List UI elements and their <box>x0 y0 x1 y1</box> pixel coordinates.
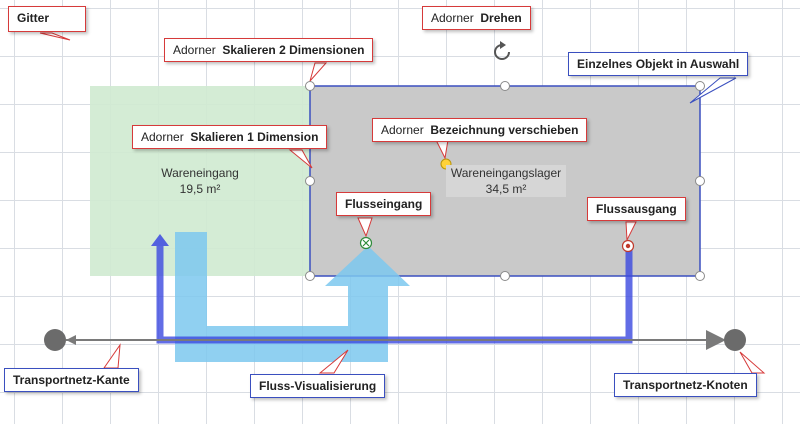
callout-title: Drehen <box>480 11 522 25</box>
scale-handle-middle-right[interactable] <box>695 176 705 186</box>
callout-drehen: Adorner Drehen <box>422 6 531 30</box>
callout-title: Flussausgang <box>596 202 677 216</box>
scale-handle-top-left[interactable] <box>305 81 315 91</box>
area-label-wareneingang: Wareneingang 19,5 m² <box>150 165 250 197</box>
scale-handle-middle-left[interactable] <box>305 176 315 186</box>
area-label-wareneingangslager: Wareneingangslager 34,5 m² <box>446 165 566 197</box>
callout-gitter: Gitter <box>8 6 86 32</box>
area-size: 19,5 m² <box>179 182 221 196</box>
flow-out-dot-icon <box>625 243 631 249</box>
flow-visualization-wide <box>175 232 410 362</box>
callout-skalieren-1: Adorner Skalieren 1 Dimension <box>132 125 328 149</box>
callout-knoten: Transportnetz-Knoten <box>614 373 757 397</box>
callout-kante: Transportnetz-Kante <box>4 368 139 392</box>
callout-title: Fluss-Visualisierung <box>259 379 377 393</box>
callout-title: Einzelnes Objekt in Auswahl <box>577 57 740 71</box>
area-size: 34,5 m² <box>485 182 527 196</box>
transport-network-node-right[interactable] <box>724 329 746 351</box>
callout-pointer-selection <box>689 77 737 104</box>
callout-visualisierung: Fluss-Visualisierung <box>250 374 386 398</box>
callout-title: Skalieren 1 Dimension <box>190 130 319 144</box>
callout-title: Gitter <box>17 11 50 25</box>
callout-prefix: Adorner <box>381 123 424 137</box>
flow-arrow-head <box>151 234 169 246</box>
callout-title: Skalieren 2 Dimensionen <box>222 43 365 57</box>
callout-title: Transportnetz-Knoten <box>623 378 748 392</box>
transport-network-node-left[interactable] <box>44 329 66 351</box>
edge-arrow-left <box>66 335 76 345</box>
area-name: Wareneingang <box>161 166 239 180</box>
callout-bezeichnung: Adorner Bezeichnung verschieben <box>372 118 588 142</box>
callout-auswahl: Einzelnes Objekt in Auswahl <box>568 52 749 76</box>
area-name: Wareneingangslager <box>450 166 562 180</box>
callout-prefix: Adorner <box>141 130 184 144</box>
flow-in-cross-icon <box>362 239 370 247</box>
callout-prefix: Adorner <box>431 11 474 25</box>
scale-handle-bottom-right[interactable] <box>695 271 705 281</box>
scale-handle-top-middle[interactable] <box>500 81 510 91</box>
callout-flusseingang: Flusseingang <box>336 192 432 216</box>
scale-handle-top-right[interactable] <box>695 81 705 91</box>
callout-title: Bezeichnung verschieben <box>430 123 579 137</box>
callout-skalieren-2: Adorner Skalieren 2 Dimensionen <box>164 38 374 62</box>
callout-prefix: Adorner <box>173 43 216 57</box>
scale-handle-bottom-middle[interactable] <box>500 271 510 281</box>
callout-title: Transportnetz-Kante <box>13 373 130 387</box>
scale-handle-bottom-left[interactable] <box>305 271 315 281</box>
callout-title: Flusseingang <box>345 197 423 211</box>
rotate-icon[interactable] <box>494 41 510 60</box>
callout-flussausgang: Flussausgang <box>587 197 686 221</box>
